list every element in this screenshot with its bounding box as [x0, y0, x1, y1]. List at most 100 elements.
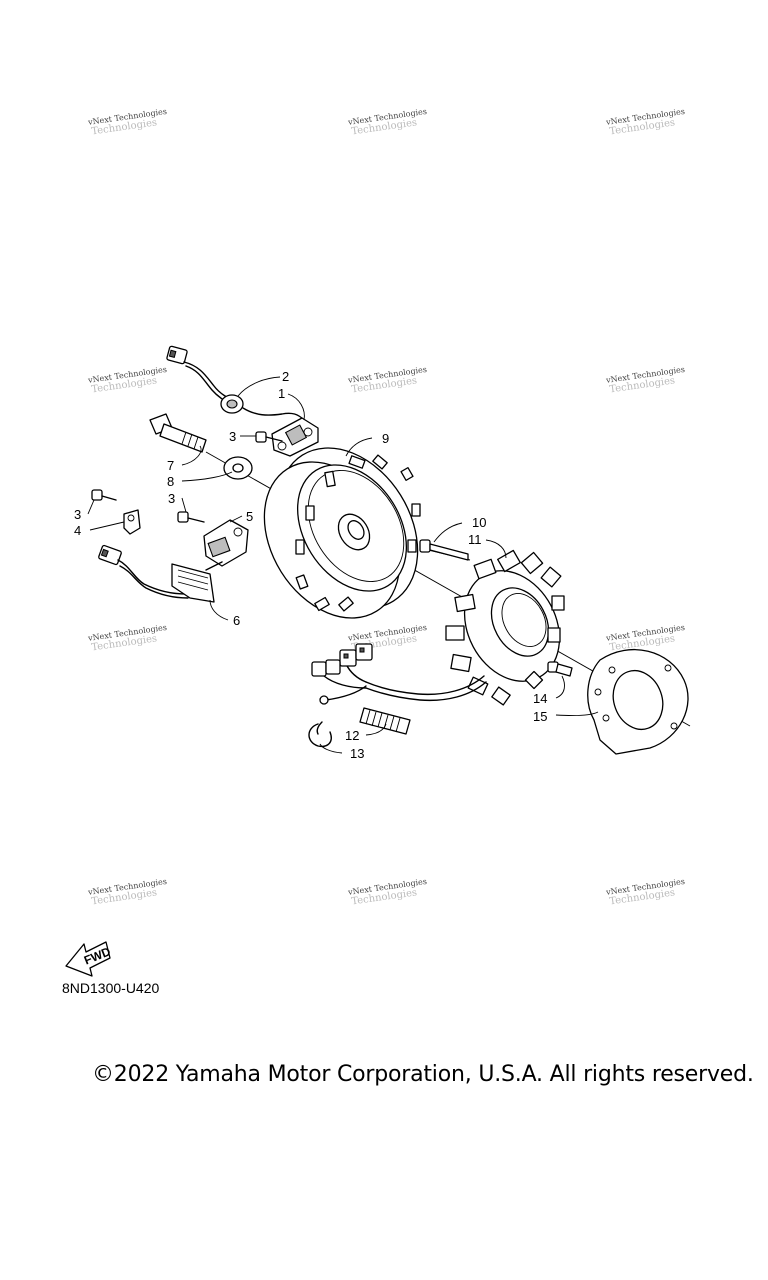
part-stator-11: [445, 549, 565, 706]
sleeve-rib: [365, 709, 371, 725]
lead-wire: [119, 565, 189, 599]
callouts: 2 1 3 9 7 8 3 3 4 5 6 10 11 12 13 14 15: [74, 369, 547, 761]
callout-3-left: 3: [74, 507, 81, 522]
thread-line: [187, 433, 193, 447]
band-tail: [316, 721, 323, 735]
sensor-body: [207, 536, 231, 558]
watermark: Technologies vNext Technologies: [605, 365, 686, 396]
screw-shank: [555, 663, 573, 677]
part-clamp-4: [123, 509, 141, 535]
leader-9: [345, 437, 373, 457]
coil-body: [284, 424, 308, 446]
plate-rib: [177, 569, 209, 579]
stator-pole: [467, 676, 489, 696]
copyright-notice: ©2022 Yamaha Motor Corporation, U.S.A. A…: [92, 1062, 754, 1087]
stator-pole: [520, 551, 544, 575]
connector-pin: [359, 647, 365, 653]
callout-5: 5: [246, 509, 253, 524]
sleeve-rib: [377, 712, 383, 728]
watermark: Technologies vNext Technologies: [87, 877, 168, 908]
bolt-head: [255, 431, 267, 443]
stator-bore-lip: [501, 593, 547, 647]
sleeve-rib: [395, 717, 401, 733]
lead-wire: [117, 559, 187, 595]
rotor-fin: [372, 454, 388, 470]
rotor-hub-bore: [347, 520, 365, 540]
harness-wire: [345, 663, 367, 683]
part-bolt-3-upper: [255, 431, 283, 443]
stator-pole: [497, 549, 521, 573]
callout-6: 6: [233, 613, 240, 628]
callout-12: 12: [345, 728, 359, 743]
part-sensor-5: [203, 519, 249, 567]
watermark: Technologies vNext Technologies: [87, 623, 168, 654]
leader-7: [181, 445, 202, 466]
plate-hole: [602, 714, 610, 722]
harness-wire: [365, 675, 485, 696]
leader-6: [209, 599, 229, 621]
callout-10: 10: [472, 515, 486, 530]
bolt-shank: [159, 423, 207, 453]
part-flywheel-rotor-9: [263, 447, 421, 619]
thread-line: [193, 436, 199, 450]
bolt-shank: [101, 495, 117, 501]
watermark: Technologies vNext Technologies: [605, 877, 686, 908]
harness-wire: [365, 681, 487, 702]
bolt-shank: [265, 436, 283, 442]
part-washer-8: [223, 456, 253, 480]
leader-10: [433, 522, 463, 543]
stator-pole: [547, 627, 561, 643]
callout-13: 13: [350, 746, 364, 761]
leader-15: [555, 711, 599, 716]
part-stator-harness: [311, 643, 487, 705]
plate-hole: [594, 688, 602, 696]
part-sensor-lead-6: [98, 544, 223, 603]
callout-1: 1: [278, 386, 285, 401]
connector-pin: [100, 548, 109, 558]
stator-pole: [445, 625, 465, 641]
part-bolt-7: [149, 413, 207, 453]
bolt-head: [177, 511, 189, 523]
stator-pole: [524, 670, 544, 690]
stator-pole: [491, 686, 511, 706]
bolt-shank: [429, 543, 469, 561]
bolt-head: [419, 539, 431, 553]
watermark-row-2: Technologies vNext Technologies Technolo…: [87, 365, 686, 396]
stator-pole: [450, 653, 472, 673]
washer-hole: [232, 463, 244, 473]
leader-12: [365, 723, 387, 736]
watermark: Technologies vNext Technologies: [347, 365, 428, 396]
rotor-fin: [295, 539, 305, 555]
lead-plate: [171, 563, 215, 603]
connector-pin: [343, 653, 349, 659]
rotor-fin: [400, 467, 414, 481]
leader-3-left: [87, 499, 95, 515]
bracket-hole: [277, 441, 287, 451]
diagram-code: 8ND1300-U420: [62, 980, 160, 996]
watermark: Technologies vNext Technologies: [87, 107, 168, 138]
band-loop: [308, 723, 332, 748]
plate-rib: [177, 575, 209, 585]
bolt-shank: [187, 517, 205, 523]
sensor-hole: [233, 527, 243, 537]
callout-2: 2: [282, 369, 289, 384]
part-bolt-3-middle: [177, 511, 205, 523]
stator-pole: [454, 593, 476, 613]
part-screw-14: [547, 661, 573, 677]
sleeve-rib: [371, 711, 377, 727]
plate-rib: [177, 581, 209, 591]
leader-14: [555, 675, 565, 699]
stator-bore: [490, 587, 550, 657]
harness-wire: [323, 675, 367, 689]
callout-11: 11: [468, 532, 482, 547]
callout-15: 15: [533, 709, 547, 724]
callout-3-middle: 3: [168, 491, 175, 506]
callout-9: 9: [382, 431, 389, 446]
leader-13: [319, 743, 343, 754]
lead-wire: [205, 561, 223, 571]
leader-8: [181, 471, 233, 482]
rotor-fin: [324, 470, 336, 488]
leader-1: [287, 393, 305, 421]
part-pickup-coil-harness: [166, 345, 305, 421]
leader-2: [237, 376, 281, 397]
